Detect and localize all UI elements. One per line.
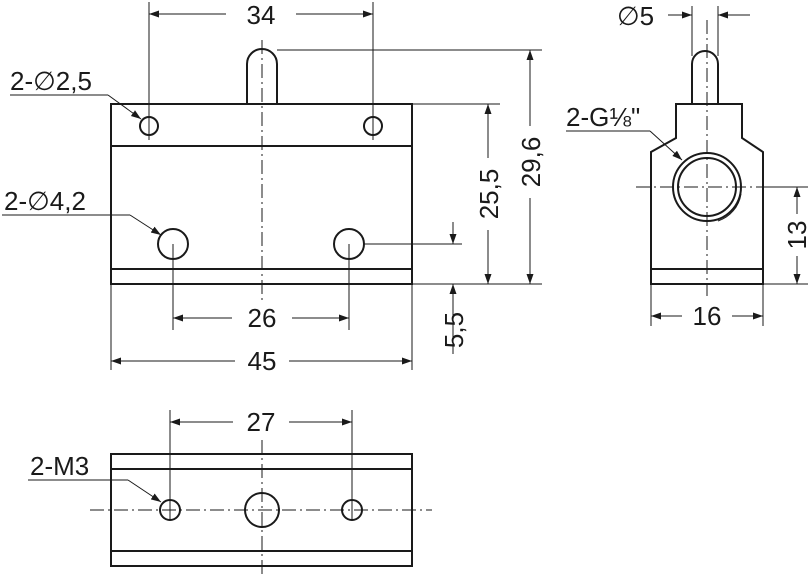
label-threads: 2-M3: [30, 451, 89, 481]
dim-27-bg: [233, 406, 289, 436]
bottom-view: 27 2-M3: [28, 406, 432, 578]
leader-threads-arrow: [127, 479, 162, 503]
dim-25-5-bg: [474, 158, 504, 230]
label-port: 2-G⅛": [566, 102, 640, 132]
leader-port-arrow: [649, 130, 683, 161]
dim-34-bg: [226, 0, 296, 28]
dim-45-bg: [235, 345, 289, 375]
leader-large-holes-arrow: [129, 214, 162, 236]
front-view: 34 26 45 25,5 29,6 5,5 2-∅2,5: [2, 0, 546, 376]
dim-29-6-label: 29,6: [516, 137, 546, 188]
side-view: ∅5 2-G⅛" 16 13: [566, 1, 810, 331]
side-port-hole: [672, 152, 742, 222]
dim-d5-label: ∅5: [617, 1, 654, 31]
label-large-holes: 2-∅4,2: [4, 186, 86, 216]
dim-26-label: 26: [248, 303, 277, 333]
dim-16-bg: [682, 300, 732, 330]
dim-26-bg: [232, 302, 292, 332]
label-small-holes: 2-∅2,5: [10, 66, 92, 96]
dim-34-label: 34: [247, 0, 276, 30]
side-thread-arc: [717, 193, 742, 222]
dim-29-6-bg: [516, 126, 546, 198]
leader-small-holes-arrow: [107, 94, 142, 120]
dim-45-label: 45: [248, 346, 277, 376]
dim-5-5-label: 5,5: [439, 312, 469, 348]
dim-25-5-label: 25,5: [474, 169, 504, 220]
dim-16-label: 16: [693, 301, 722, 331]
side-plunger-pin: [691, 50, 719, 104]
dim-27-label: 27: [247, 407, 276, 437]
dim-13-label: 13: [782, 221, 810, 250]
dim-13-bg: [783, 214, 810, 256]
